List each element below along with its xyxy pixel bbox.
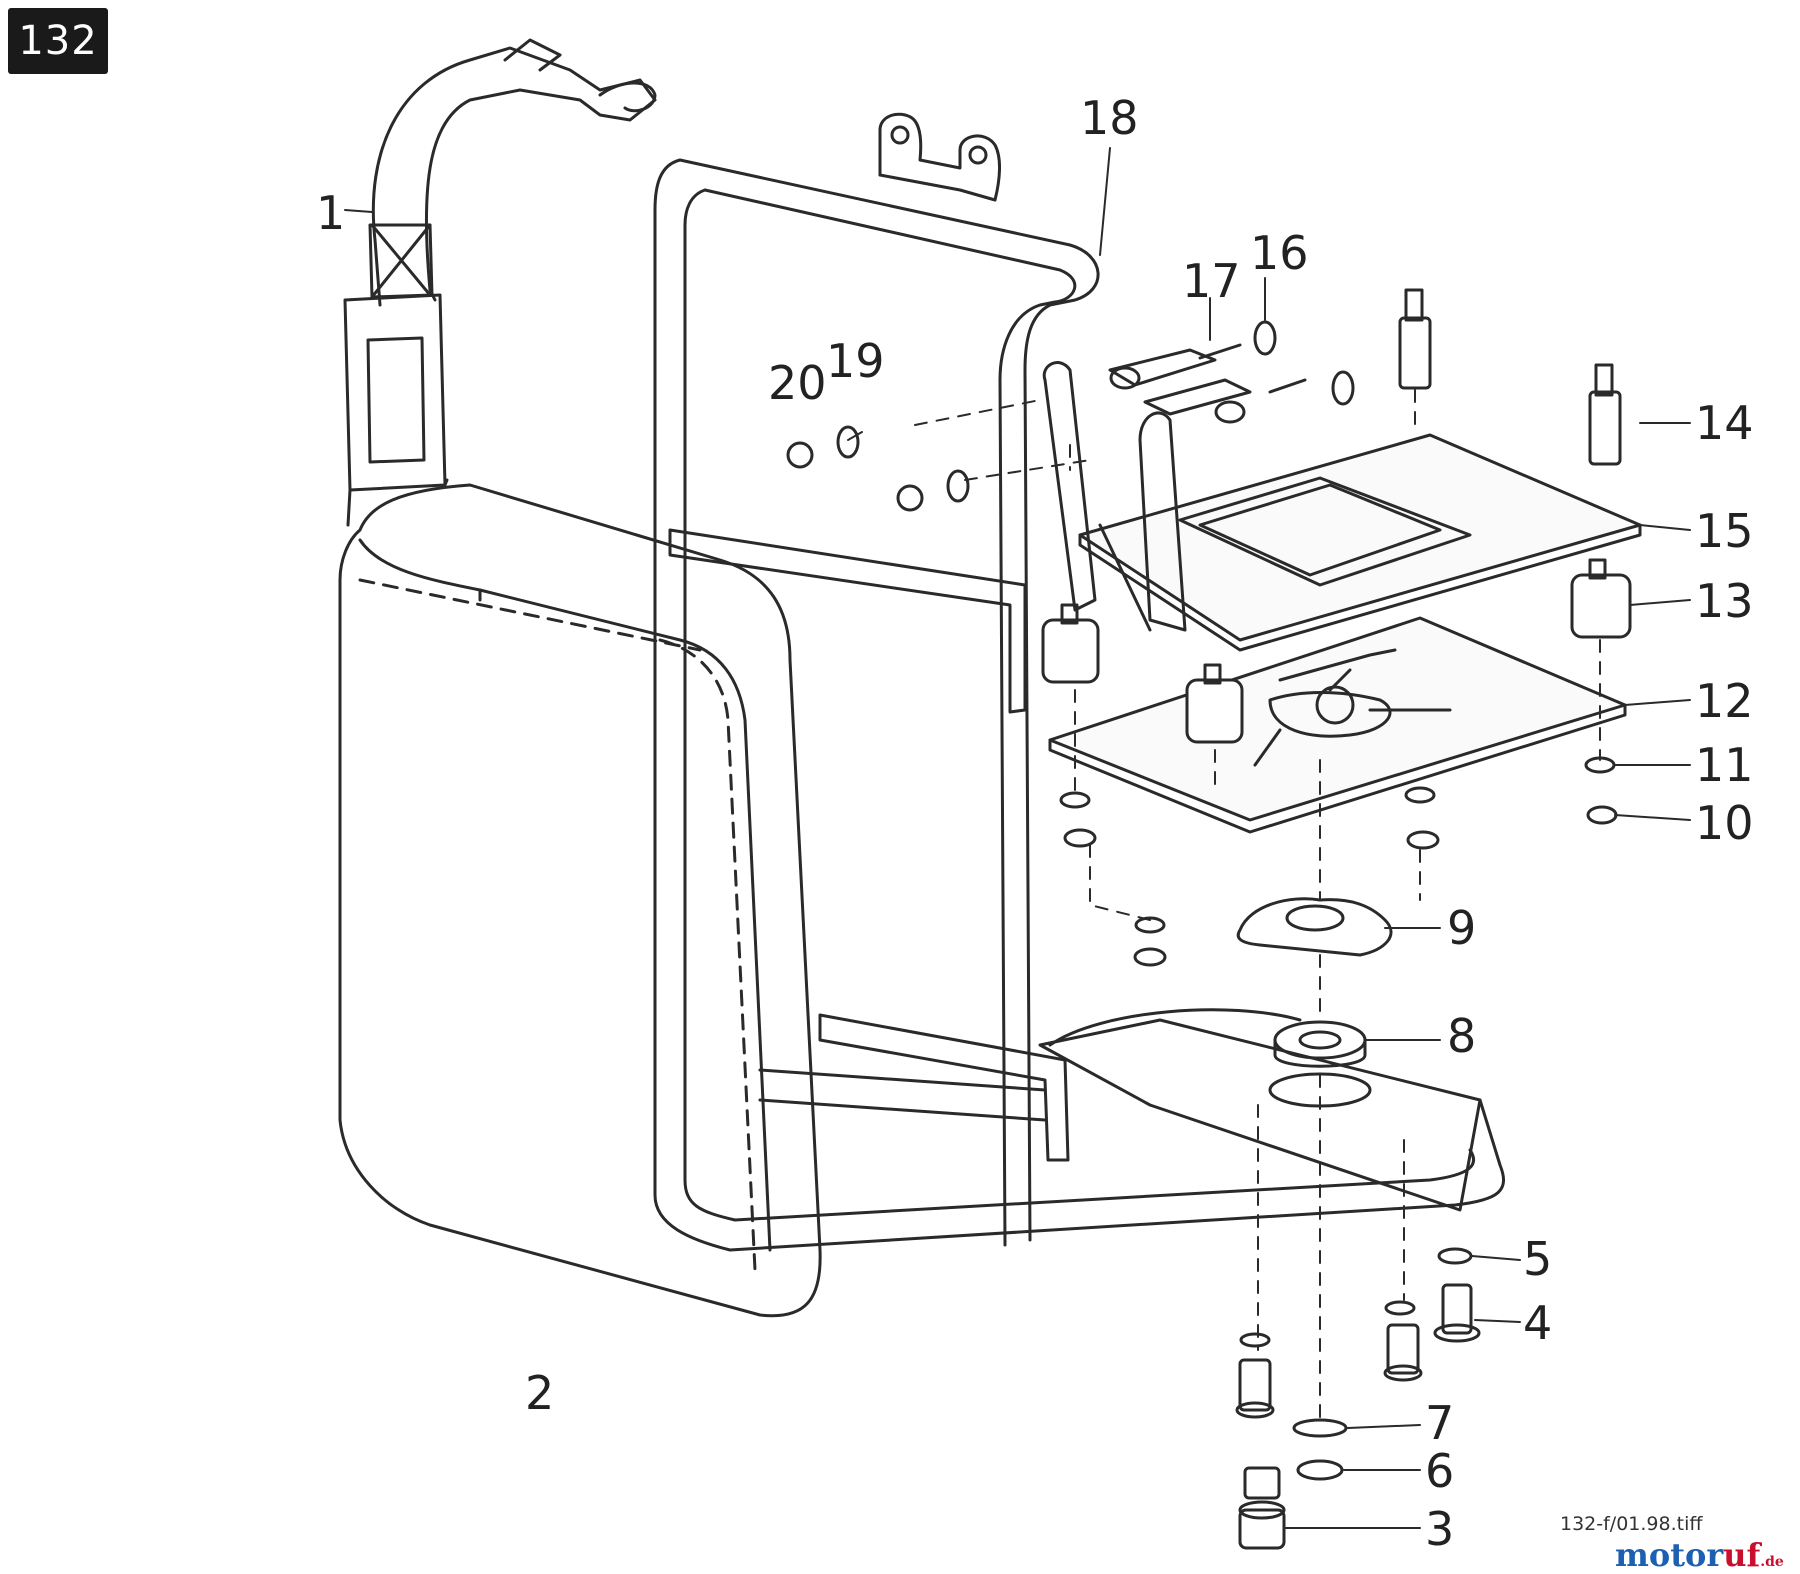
part-3-4-bolts xyxy=(1237,1285,1479,1548)
label-part-15: 15 xyxy=(1695,504,1754,558)
alignment-dashes xyxy=(915,390,1600,1420)
part-18-frame xyxy=(655,114,1504,1250)
label-part-9: 9 xyxy=(1447,901,1477,955)
label-part-3: 3 xyxy=(1425,1502,1455,1556)
part-8-bushing xyxy=(1275,1022,1365,1066)
label-part-16: 16 xyxy=(1250,226,1309,280)
label-part-14: 14 xyxy=(1695,396,1754,450)
label-part-10: 10 xyxy=(1695,796,1754,850)
label-part-20: 20 xyxy=(768,356,827,410)
part-13-rubber-mounts xyxy=(1043,560,1630,742)
leader-lines xyxy=(345,148,1690,1528)
part-16-washers xyxy=(1255,322,1353,404)
part-14-spacers xyxy=(1400,290,1620,464)
motoruf-logo[interactable]: motoruf.de xyxy=(1615,1536,1784,1574)
part-9-flange xyxy=(1238,899,1391,955)
label-part-4: 4 xyxy=(1523,1296,1553,1350)
label-part-7: 7 xyxy=(1425,1396,1455,1450)
part-19-20-nut-washer xyxy=(788,427,968,510)
part-15-upper-plate xyxy=(1080,435,1640,650)
label-part-1: 1 xyxy=(316,186,346,240)
label-part-13: 13 xyxy=(1695,574,1754,628)
label-part-12: 12 xyxy=(1695,674,1754,728)
logo-accent: uf xyxy=(1723,1536,1761,1574)
part-2-back-pad xyxy=(340,485,820,1316)
label-part-2: 2 xyxy=(525,1366,555,1420)
logo-main: motor xyxy=(1615,1536,1724,1574)
file-reference: 132-f/01.98.tiff xyxy=(1560,1513,1703,1535)
label-part-19: 19 xyxy=(826,334,885,388)
label-part-6: 6 xyxy=(1425,1444,1455,1498)
page-number-badge: 132 xyxy=(8,8,108,74)
washers xyxy=(1061,758,1616,1479)
part-1-strap xyxy=(345,40,655,525)
part-17-bolts xyxy=(1110,345,1305,422)
label-part-8: 8 xyxy=(1447,1009,1477,1063)
label-part-11: 11 xyxy=(1695,738,1754,792)
part-12-plate xyxy=(1050,618,1625,832)
mount-brackets xyxy=(1044,363,1185,630)
label-part-5: 5 xyxy=(1523,1232,1553,1286)
label-part-17: 17 xyxy=(1182,254,1241,308)
label-part-18: 18 xyxy=(1080,91,1139,145)
logo-tld: .de xyxy=(1760,1554,1784,1570)
